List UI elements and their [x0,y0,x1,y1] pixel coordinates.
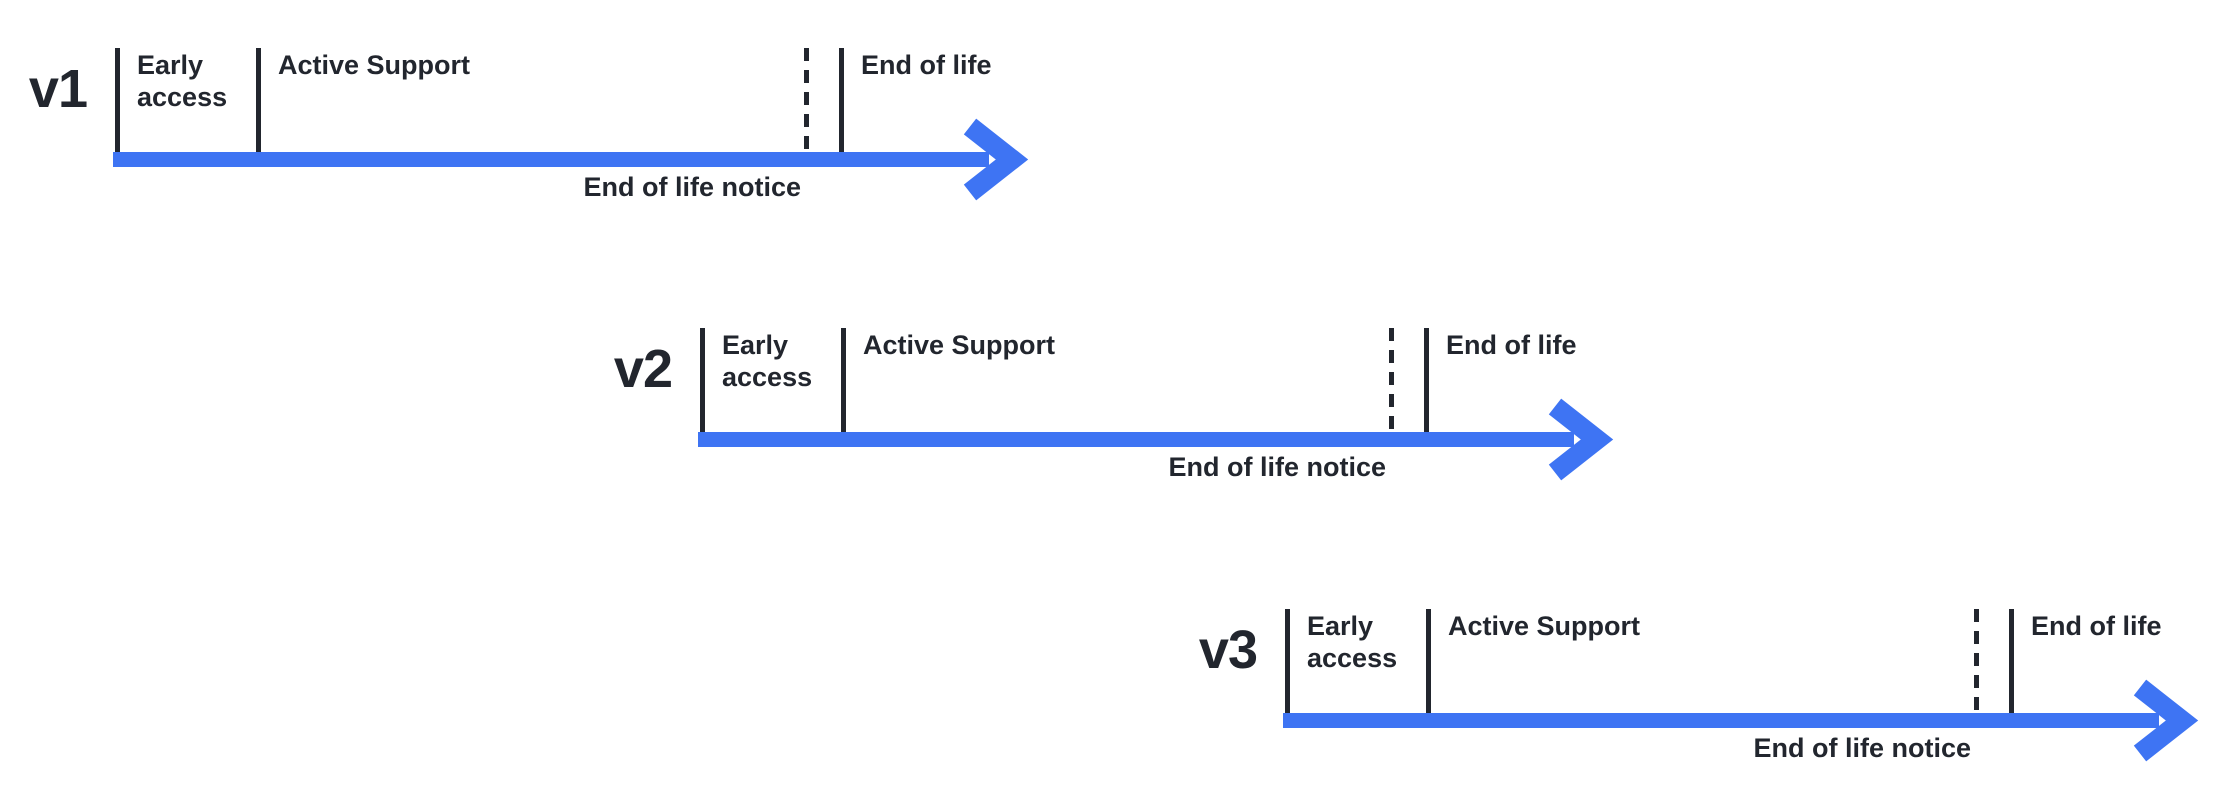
version-label: v3 [1198,620,1258,680]
timeline-v3: v3 Early access Active Support End of li… [1199,609,2207,774]
end-of-life-tick [1424,328,1429,432]
timeline-arrow [113,118,1029,201]
end-of-life-label: End of life [1446,330,1577,360]
active-support-start-tick [256,48,261,152]
active-support-label: Active Support [863,330,1056,360]
end-of-life-notice-label: End of life notice [583,172,801,202]
end-of-life-notice-dashed-line [804,48,809,150]
early-access-start-tick [115,48,120,152]
early-access-start-tick [700,328,705,432]
end-of-life-label: End of life [861,50,992,80]
version-label: v2 [613,339,673,399]
arrow-head-icon [1548,398,1614,481]
arrow-line [113,152,989,167]
active-support-label: Active Support [278,50,471,80]
version-label: v1 [28,59,88,119]
timeline-arrow [698,398,1614,481]
early-access-label: Early access [722,330,813,392]
end-of-life-tick [2009,609,2014,713]
end-of-life-notice-label: End of life notice [1753,733,1971,763]
end-of-life-notice-dashed-line [1389,328,1394,430]
timeline-arrow [1283,679,2199,762]
timeline-v2: v2 Early access Active Support End of li… [614,328,1622,493]
timeline-v1: v1 Early access Active Support End of li… [29,48,1037,213]
end-of-life-notice-label: End of life notice [1168,452,1386,482]
end-of-life-label: End of life [2031,611,2162,641]
end-of-life-notice-dashed-line [1974,609,1979,711]
arrow-head-icon [2133,679,2199,762]
early-access-label: Early access [1307,611,1398,673]
arrow-head-icon [963,118,1029,201]
arrow-line [1283,713,2159,728]
active-support-start-tick [1426,609,1431,713]
active-support-label: Active Support [1448,611,1641,641]
active-support-start-tick [841,328,846,432]
early-access-start-tick [1285,609,1290,713]
end-of-life-tick [839,48,844,152]
early-access-label: Early access [137,50,228,112]
arrow-line [698,432,1574,447]
